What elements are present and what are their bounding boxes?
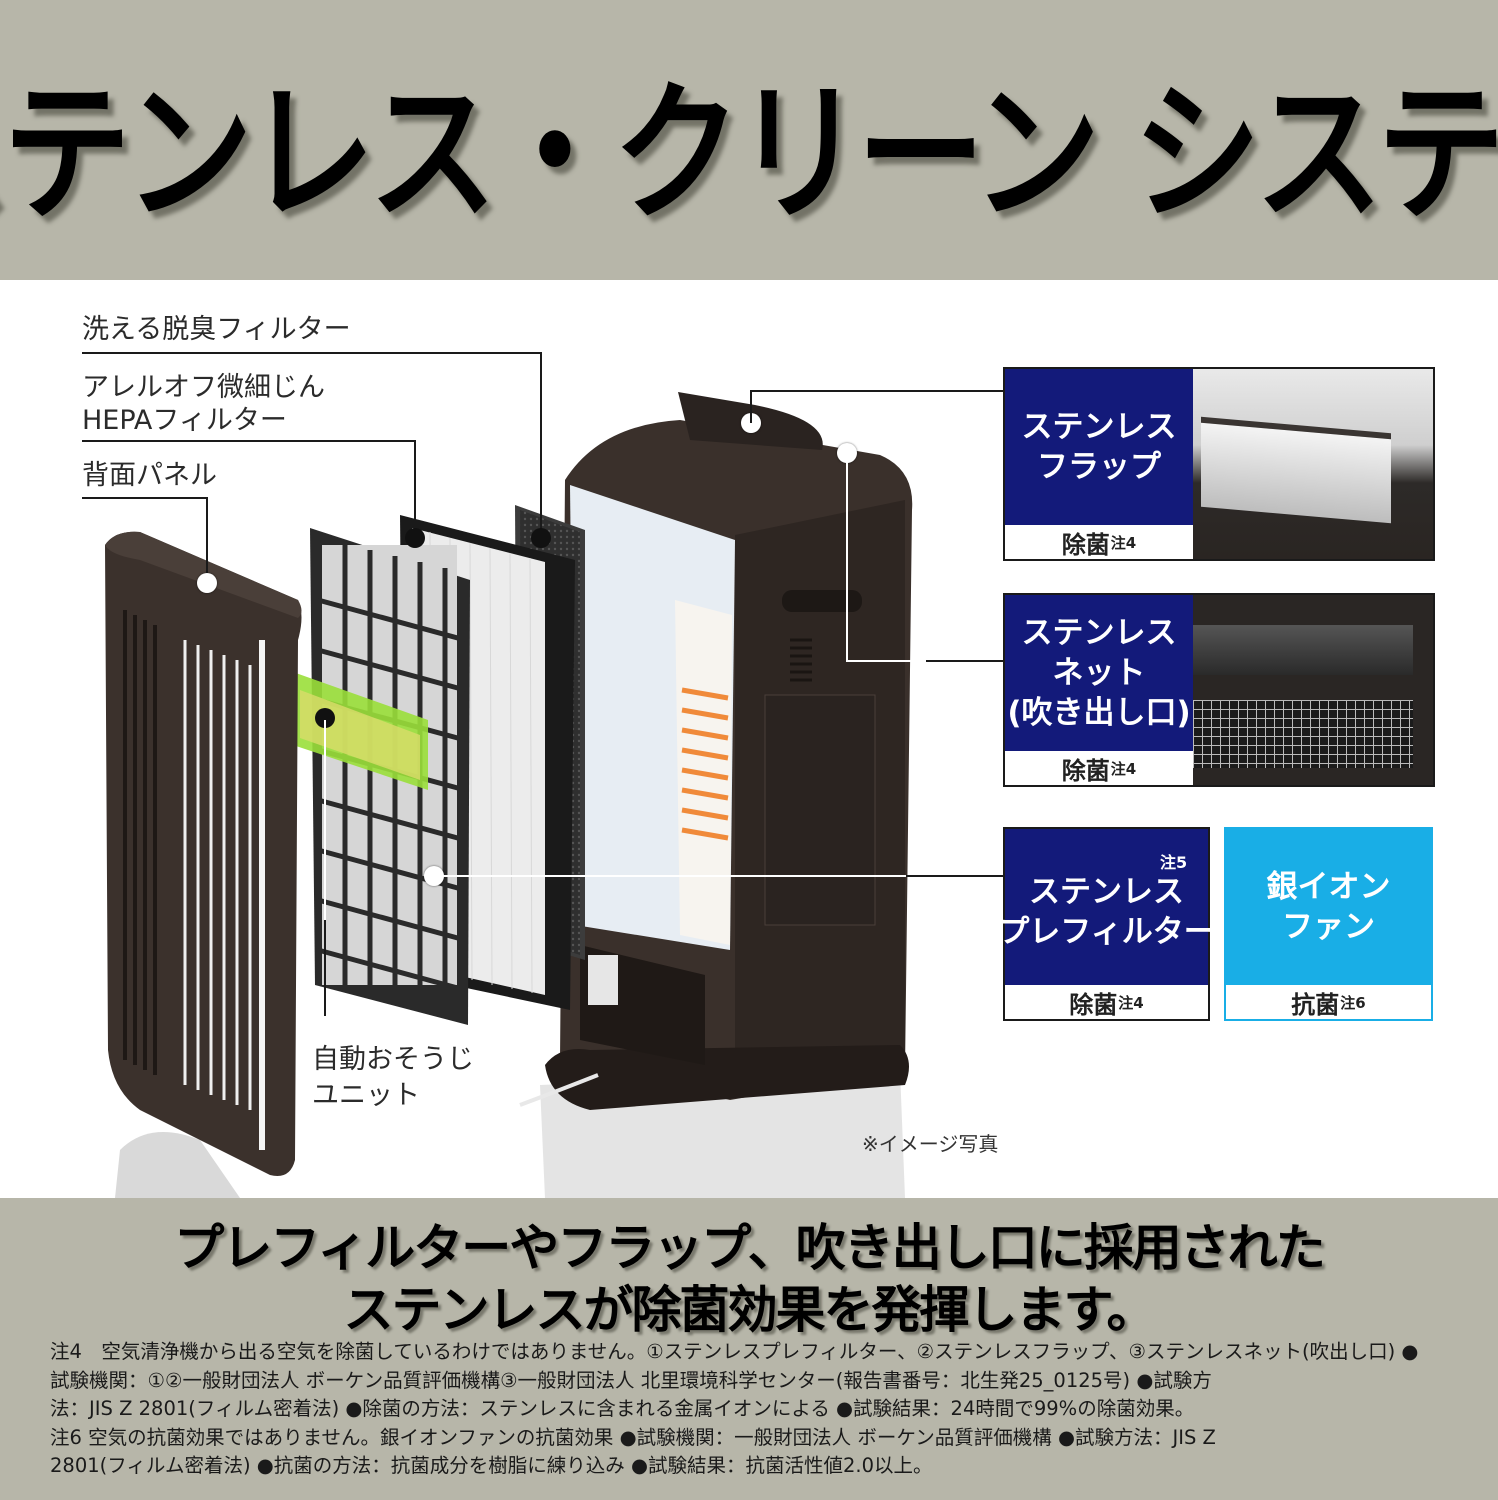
footnote-ref: 注4 xyxy=(1110,759,1137,778)
feature-title-line: ネット xyxy=(1052,655,1146,691)
label-deodorizing-filter: 洗える脱臭フィルター xyxy=(82,314,351,345)
callout-dot xyxy=(531,528,551,548)
label-hepa-filter-line2: HEPAフィルター xyxy=(82,405,287,436)
leader-line xyxy=(324,720,326,920)
feature-title-box: ステンレス ネット (吹き出し口) xyxy=(1005,595,1193,751)
footnote-ref: 注6 xyxy=(1340,993,1366,1012)
feature-effect: 除菌注4 xyxy=(1005,985,1208,1019)
footnote-line: 2801(フィルム密着法) ●抗菌の方法：抗菌成分を樹脂に練り込み ●試験結果：… xyxy=(50,1454,933,1477)
air-purifier-illustration xyxy=(105,392,913,1198)
flap-photo xyxy=(1193,369,1433,559)
net-mesh xyxy=(1193,700,1413,768)
label-auto-clean-line2: ユニット xyxy=(312,1080,420,1111)
label-back-panel: 背面パネル xyxy=(82,460,217,491)
flap-shape xyxy=(1201,416,1391,524)
feature-title-box: ステンレス プレフィルター xyxy=(998,829,1215,985)
image-disclaimer: ※イメージ写真 xyxy=(862,1132,999,1156)
feature-effect: 抗菌注6 xyxy=(1226,985,1431,1019)
callout-dot xyxy=(741,413,761,433)
callout-dot xyxy=(405,528,425,548)
tagline-line2: ステンレスが除菌効果を発揮します。 xyxy=(343,1281,1157,1339)
header-band: ステンレス・クリーン システム xyxy=(0,0,1498,280)
feature-title-line: ステンレス xyxy=(1029,874,1184,910)
effect-label: 除菌 xyxy=(1069,990,1118,1019)
footnote-ref: 注4 xyxy=(1110,533,1137,552)
feature-effect: 除菌注4 xyxy=(1005,751,1193,785)
label-hepa-filter-line1: アレルオフ微細じん xyxy=(82,372,325,403)
exploded-diagram: 洗える脱臭フィルター アレルオフ微細じん HEPAフィルター 背面パネル 自動お… xyxy=(0,280,1498,1198)
feature-title-line: プレフィルター xyxy=(998,914,1215,950)
footnote-line: 試験機関：①②一般財団法人 ボーケン品質評価機構③一般財団法人 北里環境科学セン… xyxy=(50,1368,1212,1392)
footer-band: プレフィルターやフラップ、吹き出し口に採用された ステンレスが除菌効果を発揮しま… xyxy=(0,1198,1498,1500)
callout-dot xyxy=(197,573,217,593)
feature-title-line: ステンレス xyxy=(1021,615,1177,651)
feature-title-line: フラップ xyxy=(1037,449,1161,485)
page-title: ステンレス・クリーン システム xyxy=(0,66,1498,243)
net-frame xyxy=(1193,625,1413,675)
feature-title-line: 銀イオン xyxy=(1266,869,1391,905)
leader-line xyxy=(434,875,908,877)
leader-line xyxy=(324,920,326,1016)
leader-line xyxy=(206,497,208,583)
leader-line xyxy=(82,440,416,442)
feature-stainless-flap: ステンレス フラップ 除菌注4 xyxy=(1003,367,1435,561)
feature-stainless-prefilter: ステンレス プレフィルター 注5 除菌注4 xyxy=(998,827,1215,1021)
feature-silver-ion-fan: 銀イオン ファン 抗菌注6 xyxy=(1224,827,1433,1021)
net-photo xyxy=(1193,595,1433,785)
footnote-line: 注6 空気の抗菌効果ではありません。銀イオンファンの抗菌効果 ●試験機関：一般財… xyxy=(50,1425,1216,1449)
leader-line xyxy=(540,352,542,538)
label-auto-clean-line1: 自動おそうじ xyxy=(312,1044,474,1075)
footnote-line: 法：JIS Z 2801(フィルム密着法) ●除菌の方法：ステンレスに含まれる金… xyxy=(50,1397,1195,1420)
feature-effect: 除菌注4 xyxy=(1005,525,1193,559)
leader-line xyxy=(414,440,416,538)
leader-line xyxy=(82,497,208,499)
leader-line xyxy=(906,875,1005,877)
effect-label: 除菌 xyxy=(1061,756,1110,785)
footnote-ref: 注5 xyxy=(1160,853,1188,872)
feature-title-box: 銀イオン ファン xyxy=(1226,829,1431,985)
leader-line xyxy=(926,660,1005,662)
leader-line xyxy=(846,453,848,661)
footnotes: 注4 空気清浄機から出る空気を除菌しているわけではありません。①ステンレスプレフ… xyxy=(50,1338,1470,1481)
feature-title-line: ファン xyxy=(1282,909,1375,945)
feature-title-line: ステンレス xyxy=(1021,409,1177,445)
footnote-ref: 注4 xyxy=(1118,993,1144,1012)
feature-title-box: ステンレス フラップ xyxy=(1005,369,1193,525)
leader-line xyxy=(750,390,1005,392)
footnote-line: 注4 空気清浄機から出る空気を除菌しているわけではありません。①ステンレスプレフ… xyxy=(50,1340,1419,1363)
tagline-line1: プレフィルターやフラップ、吹き出し口に採用された xyxy=(174,1219,1326,1277)
leader-line xyxy=(82,352,542,354)
feature-title-line: (吹き出し口) xyxy=(1007,695,1191,731)
callout-dot xyxy=(315,708,335,728)
effect-label: 抗菌 xyxy=(1291,990,1340,1019)
feature-stainless-net: ステンレス ネット (吹き出し口) 除菌注4 xyxy=(1003,593,1435,787)
effect-label: 除菌 xyxy=(1061,530,1110,559)
leader-line xyxy=(846,660,928,662)
leader-line xyxy=(750,390,752,423)
